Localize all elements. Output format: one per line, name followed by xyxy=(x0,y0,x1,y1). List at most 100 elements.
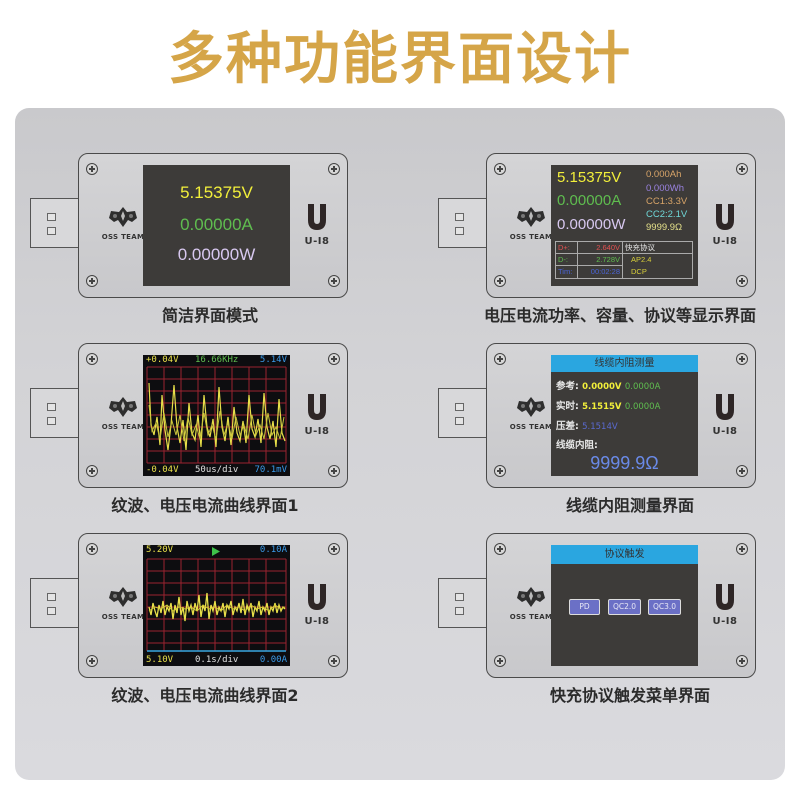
usb-pin xyxy=(455,227,464,235)
ref-row: 参考: 0.0000V 0.0000A xyxy=(556,378,660,392)
screw-icon xyxy=(736,353,748,365)
current-reading: 0.00000A xyxy=(557,192,622,209)
screw-icon xyxy=(86,655,98,667)
screw-icon xyxy=(736,163,748,175)
model-text: U-I8 xyxy=(712,616,738,627)
oss-logo-icon xyxy=(517,397,545,417)
pd-button[interactable]: PD xyxy=(569,599,600,615)
usb-plug xyxy=(438,578,488,628)
model-text: U-I8 xyxy=(304,236,330,247)
resistance-reading: 9999.9Ω xyxy=(646,222,683,233)
ref-current: 0.0000A xyxy=(624,382,661,392)
usb-meter-device-6: OSS TEAM U-I8 协议触发 PD QC2.0 QC3.0 xyxy=(438,533,760,678)
live-row: 实时: 5.1515V 0.0000A xyxy=(556,398,660,412)
ripple-top-right: 5.14V xyxy=(259,355,287,365)
usb-meter-device-2: OSS TEAM U-I8 5.15375V 0.00000A 0.00000W… xyxy=(438,153,760,298)
ripple-peak: 70.1mV xyxy=(254,465,287,475)
protocol-header: 快充协议 xyxy=(623,242,693,254)
screw-icon xyxy=(494,163,506,175)
dminus-value: 2.728V xyxy=(578,254,623,266)
diff-row: 压差: 5.1514V xyxy=(556,418,618,432)
model-brand: U-I8 xyxy=(705,204,745,247)
screw-icon xyxy=(328,543,340,555)
usb-plug xyxy=(30,578,80,628)
label-ripple2: 纹波、电压电流曲线界面2 xyxy=(111,686,299,705)
usb-pin xyxy=(455,403,464,411)
oss-logo-icon xyxy=(109,207,137,227)
qc2-button[interactable]: QC2.0 xyxy=(608,599,641,615)
diff-voltage: 5.1514V xyxy=(582,422,618,432)
usb-pin xyxy=(455,213,464,221)
ripple-waveform xyxy=(146,366,287,464)
screw-icon xyxy=(328,655,340,667)
usb-pin xyxy=(455,417,464,425)
ripple-timebase: 50us/div xyxy=(195,465,239,475)
protocol-dcp: DCP xyxy=(631,267,647,276)
device-screen-6: 协议触发 PD QC2.0 QC3.0 xyxy=(551,545,698,666)
screw-icon xyxy=(494,275,506,287)
model-brand: U-I8 xyxy=(705,394,745,437)
screw-icon xyxy=(736,465,748,477)
ref-voltage: 0.0000V xyxy=(582,382,622,392)
u-logo-icon xyxy=(716,584,734,610)
model-brand: U-I8 xyxy=(297,394,337,437)
screw-icon xyxy=(328,275,340,287)
voltage-reading: 5.15375V xyxy=(557,169,622,186)
model-text: U-I8 xyxy=(712,236,738,247)
cable-resistance-value: 9999.9Ω xyxy=(590,453,659,473)
u-logo-icon xyxy=(308,394,326,420)
page-title: 多种功能界面设计 xyxy=(168,27,632,92)
label-ripple1: 纹波、电压电流曲线界面1 xyxy=(111,496,299,515)
oss-logo-icon xyxy=(109,397,137,417)
model-text: U-I8 xyxy=(304,426,330,437)
device-body: OSS TEAM U-I8 5.15375V 0.00000A 0.00000W xyxy=(78,153,348,298)
oscilloscope-area: +0.04V 16.66KHz 5.14V -0.04V 50us/div 70… xyxy=(143,355,290,476)
qc3-button[interactable]: QC3.0 xyxy=(648,599,681,615)
label-protocol: 快充协议触发菜单界面 xyxy=(549,686,710,705)
dplus-label: D+: xyxy=(556,242,578,254)
curve-timebase: 0.1s/div xyxy=(195,655,239,665)
oss-team-logo: OSS TEAM xyxy=(95,396,151,431)
usb-pin xyxy=(47,607,56,615)
device-body: OSS TEAM U-I8 +0.04V 16.66KHz xyxy=(78,343,348,488)
logo-text: OSS TEAM xyxy=(509,233,553,241)
logo-text: OSS TEAM xyxy=(101,613,145,621)
usb-pin xyxy=(47,213,56,221)
power-reading: 0.00000W xyxy=(557,216,626,233)
usb-plug xyxy=(30,388,80,438)
device-screen-2: 5.15375V 0.00000A 0.00000W 0.000Ah 0.000… xyxy=(551,165,698,286)
vi-curve xyxy=(146,558,287,652)
oss-team-logo: OSS TEAM xyxy=(503,206,559,241)
current-reading: 0.00000A xyxy=(180,215,253,234)
diff-label: 压差: xyxy=(556,421,579,432)
model-text: U-I8 xyxy=(712,426,738,437)
usb-pin xyxy=(47,227,56,235)
live-current: 0.0000A xyxy=(624,402,661,412)
screw-icon xyxy=(86,543,98,555)
usb-pin xyxy=(47,593,56,601)
dline-table: D+: 2.640V D-: 2.728V Tim: 00:02:28 快充协议… xyxy=(555,241,693,279)
power-reading: 0.00000W xyxy=(177,245,256,264)
ref-label: 参考: xyxy=(556,381,579,392)
screw-icon xyxy=(494,353,506,365)
oss-team-logo: OSS TEAM xyxy=(95,586,151,621)
usb-plug xyxy=(438,388,488,438)
protocol-ap: AP2.4 xyxy=(631,255,652,264)
screw-icon xyxy=(86,275,98,287)
time-value: 00:02:28 xyxy=(578,266,623,278)
ripple-frequency: 16.66KHz xyxy=(195,355,239,365)
oss-team-logo: OSS TEAM xyxy=(503,586,559,621)
device-screen-4: 线缆内阻测量 参考: 0.0000V 0.0000A 实时: 5.1515V 0… xyxy=(551,355,698,476)
oss-team-logo: OSS TEAM xyxy=(95,206,151,241)
model-brand: U-I8 xyxy=(705,584,745,627)
dplus-value: 2.640V xyxy=(578,242,623,254)
device-screen-3: +0.04V 16.66KHz 5.14V -0.04V 50us/div 70… xyxy=(143,355,290,476)
screw-icon xyxy=(328,353,340,365)
oss-logo-icon xyxy=(517,207,545,227)
usb-meter-device-4: OSS TEAM U-I8 线缆内阻测量 参考: 0.0000V 0.0000A… xyxy=(438,343,760,488)
usb-pin xyxy=(455,607,464,615)
screw-icon xyxy=(494,543,506,555)
screw-icon xyxy=(736,543,748,555)
curve-bottom-left: 5.10V xyxy=(146,655,174,665)
screw-icon xyxy=(328,163,340,175)
